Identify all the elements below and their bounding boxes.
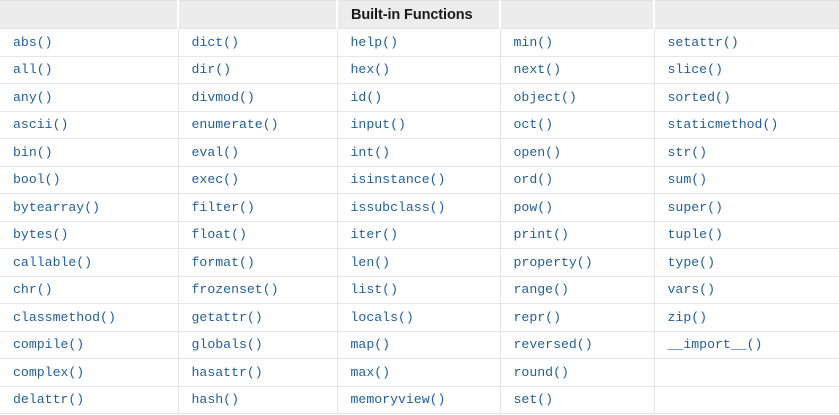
- function-cell[interactable]: ascii(): [0, 111, 179, 139]
- function-cell[interactable]: len(): [337, 248, 501, 277]
- table-row: callable()format()len()property()type(): [0, 248, 839, 277]
- function-cell[interactable]: exec(): [178, 166, 338, 194]
- function-cell[interactable]: input(): [337, 111, 501, 139]
- table-title-header: Built-in Functions: [337, 0, 501, 29]
- function-cell[interactable]: bool(): [0, 166, 179, 194]
- function-cell[interactable]: abs(): [0, 28, 179, 57]
- function-cell[interactable]: memoryview(): [337, 386, 501, 414]
- function-cell[interactable]: help(): [337, 28, 501, 57]
- function-cell[interactable]: all(): [0, 56, 179, 84]
- function-cell[interactable]: int(): [337, 138, 501, 167]
- function-cell[interactable]: frozenset(): [178, 276, 338, 304]
- function-cell[interactable]: open(): [500, 138, 655, 167]
- table-header-cell-5: [654, 0, 839, 29]
- function-cell[interactable]: complex(): [0, 358, 179, 387]
- function-cell[interactable]: list(): [337, 276, 501, 304]
- function-cell[interactable]: bin(): [0, 138, 179, 167]
- function-cell[interactable]: dict(): [178, 28, 338, 57]
- function-cell[interactable]: property(): [500, 248, 655, 277]
- table-header-cell-4: [500, 0, 655, 29]
- function-cell[interactable]: tuple(): [654, 221, 839, 249]
- function-cell[interactable]: reversed(): [500, 331, 655, 359]
- function-cell[interactable]: ord(): [500, 166, 655, 194]
- table-row: classmethod()getattr()locals()repr()zip(…: [0, 303, 839, 332]
- function-cell[interactable]: sorted(): [654, 83, 839, 112]
- function-cell[interactable]: set(): [500, 386, 655, 414]
- table-header-cell-2: [178, 0, 338, 29]
- empty-cell: [654, 386, 839, 414]
- table-row: bytes()float()iter()print()tuple(): [0, 221, 839, 249]
- function-cell[interactable]: bytes(): [0, 221, 179, 249]
- table-row: complex()hasattr()max()round(): [0, 358, 839, 387]
- table-row: abs()dict()help()min()setattr(): [0, 28, 839, 57]
- function-cell[interactable]: object(): [500, 83, 655, 112]
- function-cell[interactable]: hasattr(): [178, 358, 338, 387]
- function-cell[interactable]: repr(): [500, 303, 655, 332]
- function-cell[interactable]: pow(): [500, 193, 655, 222]
- function-cell[interactable]: eval(): [178, 138, 338, 167]
- function-cell[interactable]: __import__(): [654, 331, 839, 359]
- function-cell[interactable]: any(): [0, 83, 179, 112]
- function-cell[interactable]: classmethod(): [0, 303, 179, 332]
- table-row: compile()globals()map()reversed()__impor…: [0, 331, 839, 359]
- function-cell[interactable]: globals(): [178, 331, 338, 359]
- table-head: Built-in Functions: [0, 0, 839, 29]
- table-header-cell-1: [0, 0, 179, 29]
- function-cell[interactable]: map(): [337, 331, 501, 359]
- function-cell[interactable]: hash(): [178, 386, 338, 414]
- function-cell[interactable]: iter(): [337, 221, 501, 249]
- function-cell[interactable]: enumerate(): [178, 111, 338, 139]
- function-cell[interactable]: isinstance(): [337, 166, 501, 194]
- function-cell[interactable]: type(): [654, 248, 839, 277]
- table-header-row: Built-in Functions: [0, 0, 839, 29]
- function-cell[interactable]: setattr(): [654, 28, 839, 57]
- table-row: chr()frozenset()list()range()vars(): [0, 276, 839, 304]
- function-cell[interactable]: sum(): [654, 166, 839, 194]
- table-body: abs()dict()help()min()setattr()all()dir(…: [0, 28, 839, 414]
- function-cell[interactable]: oct(): [500, 111, 655, 139]
- function-cell[interactable]: dir(): [178, 56, 338, 84]
- function-cell[interactable]: divmod(): [178, 83, 338, 112]
- table-row: delattr()hash()memoryview()set(): [0, 386, 839, 414]
- function-cell[interactable]: getattr(): [178, 303, 338, 332]
- function-cell[interactable]: max(): [337, 358, 501, 387]
- function-cell[interactable]: delattr(): [0, 386, 179, 414]
- empty-cell: [654, 358, 839, 387]
- function-cell[interactable]: min(): [500, 28, 655, 57]
- table-row: ascii()enumerate()input()oct()staticmeth…: [0, 111, 839, 139]
- function-cell[interactable]: next(): [500, 56, 655, 84]
- function-cell[interactable]: compile(): [0, 331, 179, 359]
- function-cell[interactable]: zip(): [654, 303, 839, 332]
- function-cell[interactable]: print(): [500, 221, 655, 249]
- function-cell[interactable]: float(): [178, 221, 338, 249]
- function-cell[interactable]: staticmethod(): [654, 111, 839, 139]
- function-cell[interactable]: slice(): [654, 56, 839, 84]
- function-cell[interactable]: bytearray(): [0, 193, 179, 222]
- table-row: all()dir()hex()next()slice(): [0, 56, 839, 84]
- table-row: bin()eval()int()open()str(): [0, 138, 839, 167]
- function-cell[interactable]: str(): [654, 138, 839, 167]
- function-cell[interactable]: super(): [654, 193, 839, 222]
- function-cell[interactable]: issubclass(): [337, 193, 501, 222]
- function-cell[interactable]: vars(): [654, 276, 839, 304]
- function-cell[interactable]: hex(): [337, 56, 501, 84]
- function-cell[interactable]: round(): [500, 358, 655, 387]
- table-row: bool()exec()isinstance()ord()sum(): [0, 166, 839, 194]
- function-cell[interactable]: id(): [337, 83, 501, 112]
- table-row: any()divmod()id()object()sorted(): [0, 83, 839, 112]
- table-row: bytearray()filter()issubclass()pow()supe…: [0, 193, 839, 222]
- function-cell[interactable]: range(): [500, 276, 655, 304]
- function-cell[interactable]: format(): [178, 248, 338, 277]
- function-cell[interactable]: callable(): [0, 248, 179, 277]
- function-cell[interactable]: locals(): [337, 303, 501, 332]
- function-cell[interactable]: filter(): [178, 193, 338, 222]
- function-cell[interactable]: chr(): [0, 276, 179, 304]
